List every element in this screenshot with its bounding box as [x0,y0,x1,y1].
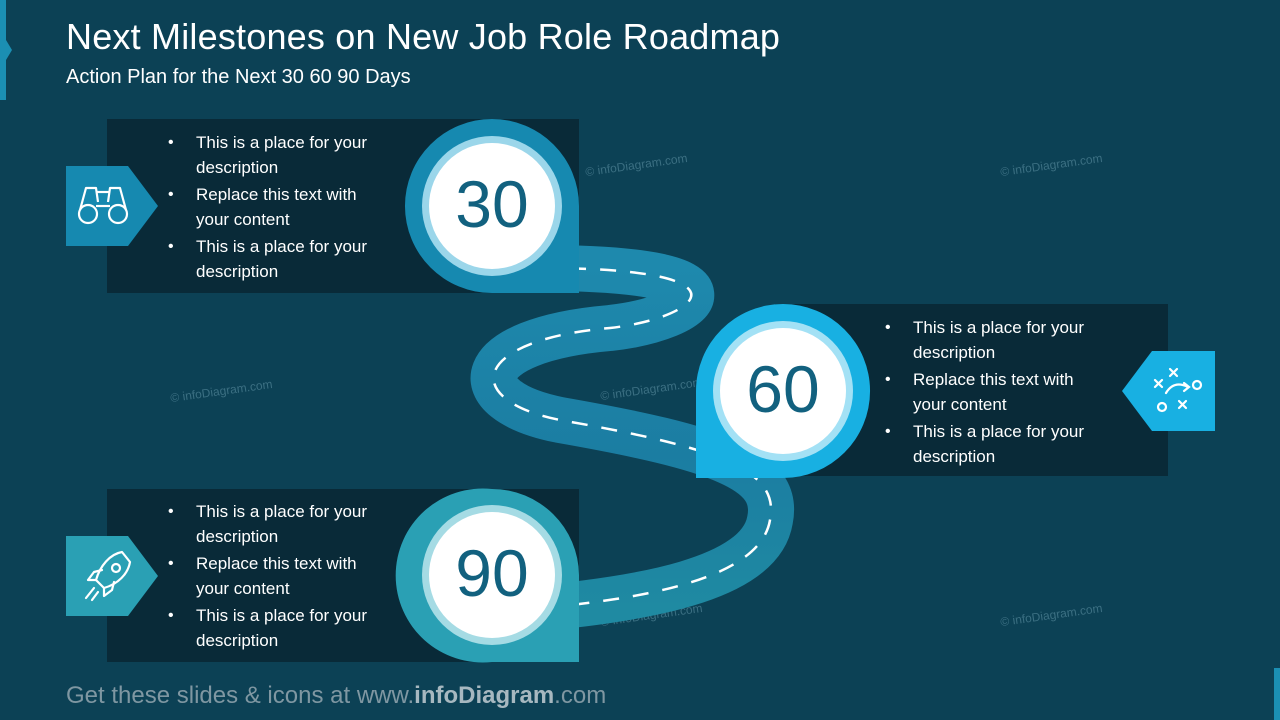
page-subtitle: Action Plan for the Next 30 60 90 Days [66,66,411,88]
milestone-90-number: 90 [455,536,529,610]
strategy-play-icon [1122,351,1215,431]
milestone-60-pin [696,304,871,478]
right-accent-bar [1274,668,1280,720]
milestone-60-number: 60 [746,352,820,426]
binoculars-icon [66,166,158,246]
milestone-30-number: 30 [455,167,529,241]
road-center-line [492,266,773,612]
rocket-icon [66,536,158,616]
left-accent-bar [0,0,12,100]
milestone-30-pin [404,118,579,293]
footer-link[interactable]: Get these slides & icons at www.infoDiag… [66,682,607,709]
page-title: Next Milestones on New Job Role Roadmap [66,16,781,57]
milestone-90-pin [395,488,579,663]
